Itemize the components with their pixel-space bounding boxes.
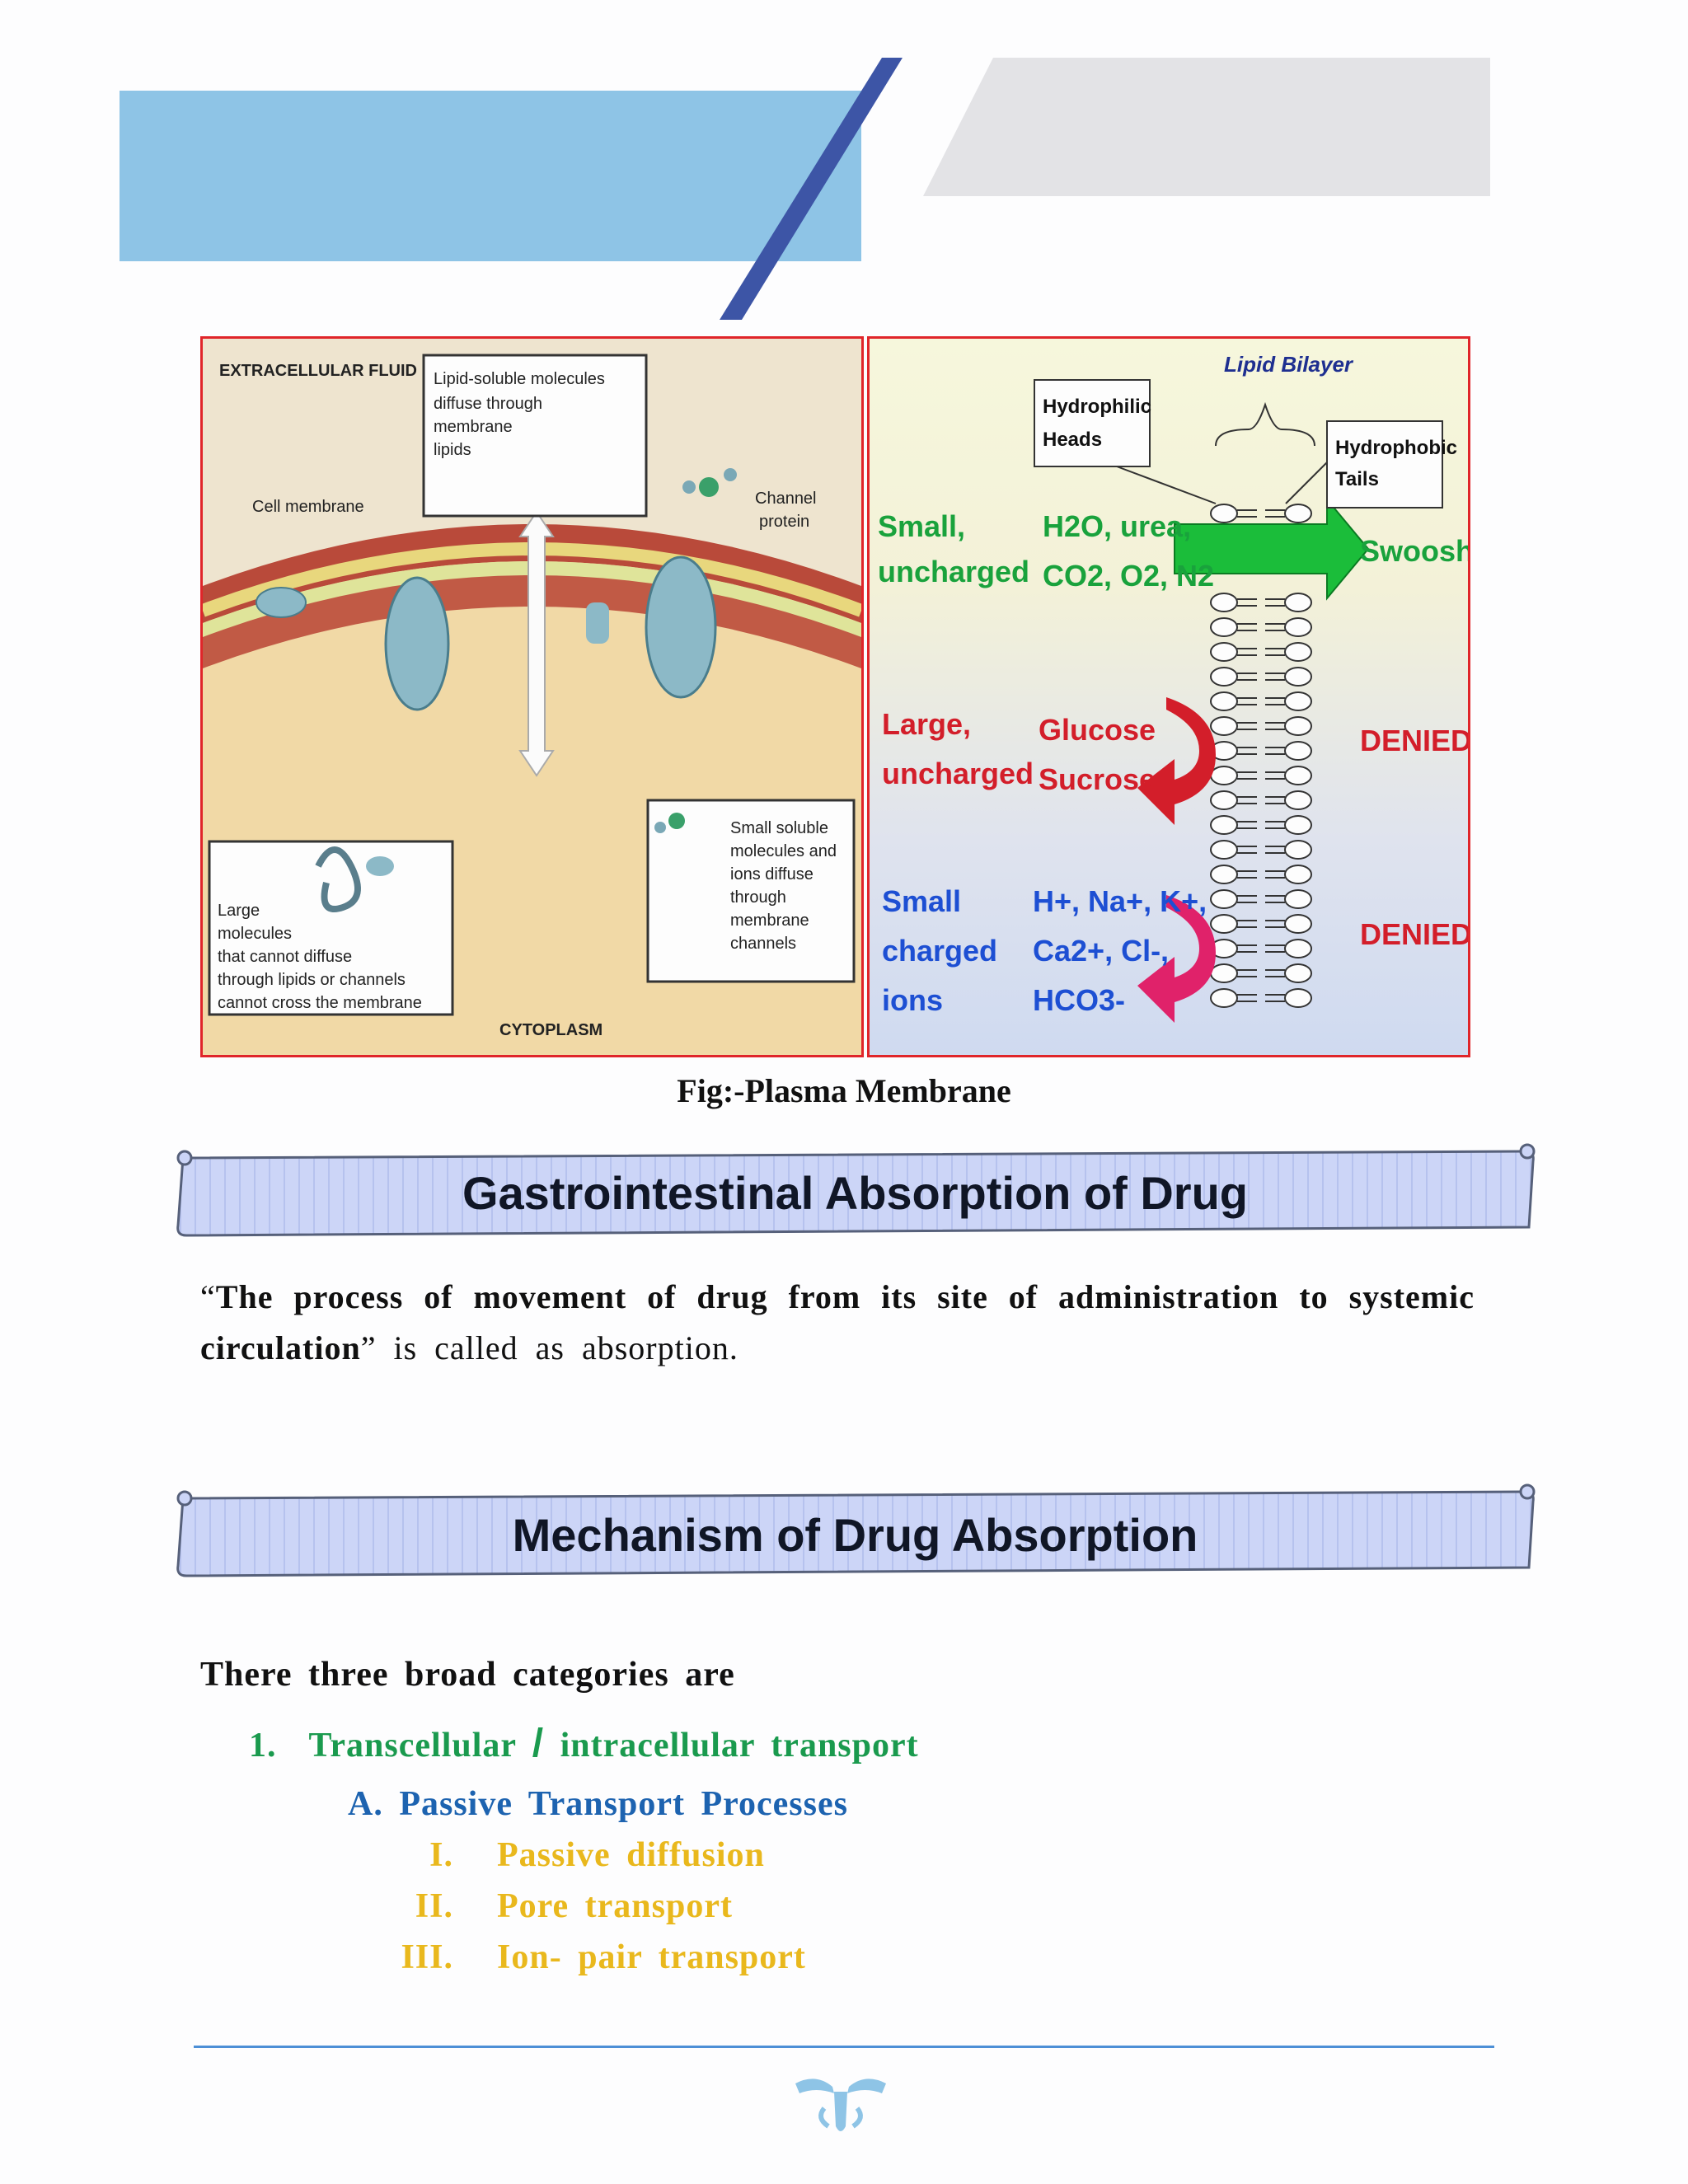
section-title-mechanism: Mechanism of Drug Absorption [512, 1509, 1198, 1561]
svg-text:protein: protein [759, 513, 809, 531]
svg-text:that cannot diffuse: that cannot diffuse [218, 948, 352, 966]
header-blue-band [120, 91, 861, 261]
numeral-2: II. [415, 1887, 453, 1925]
list-item-pore-transport: Pore transport [497, 1887, 733, 1925]
svg-text:Glucose: Glucose [1039, 713, 1156, 747]
svg-text:Lipid Bilayer: Lipid Bilayer [1224, 352, 1354, 377]
svg-text:Tails: Tails [1335, 468, 1379, 490]
svg-text:Small soluble: Small soluble [730, 819, 828, 837]
svg-text:ions diffuse: ions diffuse [730, 865, 814, 883]
definition-rest: is called as absorption. [376, 1329, 738, 1366]
svg-text:ions: ions [882, 983, 943, 1017]
svg-text:Lipid-soluble molecules: Lipid-soluble molecules [434, 370, 605, 388]
svg-text:Hydrophilic: Hydrophilic [1043, 396, 1151, 418]
svg-text:CYTOPLASM: CYTOPLASM [499, 1021, 603, 1039]
footer-logo-icon [795, 2079, 886, 2131]
list-item-passive-diffusion: Passive diffusion [497, 1836, 765, 1874]
svg-text:Hydrophobic: Hydrophobic [1335, 437, 1457, 459]
section-title-absorption: Gastrointestinal Absorption of Drug [462, 1167, 1249, 1219]
diffusion-arrow [518, 510, 555, 777]
section-banner-mechanism: Mechanism of Drug Absorption [173, 1483, 1537, 1586]
svg-text:molecules: molecules [218, 925, 292, 943]
svg-text:EXTRACELLULAR FLUID: EXTRACELLULAR FLUID [219, 362, 417, 380]
figure-right-panel: Lipid Bilayer Hydrophilic Heads Hydropho… [867, 336, 1470, 1057]
definition-bold: The process of movement of drug from its… [200, 1278, 1475, 1366]
green-arrow [1174, 497, 1370, 601]
categories-intro: There three broad categories are [200, 1656, 735, 1694]
svg-text:channels: channels [730, 935, 796, 953]
list-item-transcellular: 1. Transcellular / intracellular transpo… [249, 1722, 919, 1765]
svg-text:uncharged: uncharged [878, 555, 1029, 588]
pink-arrow [1137, 895, 1216, 1023]
figure-caption: Fig:-Plasma Membrane [677, 1072, 1011, 1109]
svg-text:lipids: lipids [434, 441, 471, 459]
list-item-ion-pair-transport: Ion- pair transport [497, 1938, 806, 1976]
channel-protein-right [645, 555, 717, 699]
svg-text:Sucrose: Sucrose [1039, 762, 1156, 796]
section-banner-absorption: Gastrointestinal Absorption of Drug [173, 1143, 1537, 1245]
svg-text:Heads: Heads [1043, 429, 1102, 451]
svg-text:Swoosh!: Swoosh! [1360, 534, 1468, 568]
svg-text:charged: charged [882, 934, 997, 968]
numeral-1: I. [429, 1836, 453, 1874]
svg-text:through lipids or channels: through lipids or channels [218, 971, 406, 989]
header-grey-parallelogram [923, 58, 1490, 196]
svg-text:membrane: membrane [434, 418, 513, 436]
header-diagonal-stripe [720, 58, 903, 320]
svg-text:HCO3-: HCO3- [1033, 983, 1125, 1017]
svg-text:diffuse through: diffuse through [434, 395, 542, 413]
svg-text:Small,: Small, [878, 509, 965, 543]
header-decoration [720, 58, 1490, 320]
footer-rule [194, 2046, 1494, 2048]
svg-text:membrane: membrane [730, 912, 809, 930]
svg-text:Large: Large [218, 902, 260, 920]
svg-text:DENIED!: DENIED! [1360, 724, 1468, 757]
left-panel-text: EXTRACELLULAR FLUID Lipid-soluble molecu… [218, 362, 837, 1039]
numeral-3: III. [401, 1938, 453, 1976]
svg-text:Cell membrane: Cell membrane [252, 498, 364, 516]
svg-text:H+, Na+, K+,: H+, Na+, K+, [1033, 884, 1207, 918]
figure-left-panel: EXTRACELLULAR FLUID Lipid-soluble molecu… [200, 336, 864, 1057]
absorption-definition: “The process of movement of drug from it… [200, 1278, 1475, 1366]
sublist-passive-transport: A. Passive Transport Processes [348, 1785, 848, 1823]
channel-protein-left [384, 576, 450, 711]
svg-text:DENIED!: DENIED! [1360, 917, 1468, 951]
svg-text:Small: Small [882, 884, 961, 918]
svg-text:Large,: Large, [882, 707, 971, 741]
lipid-bilayer [1210, 504, 1312, 1008]
red-arrow [1137, 697, 1216, 825]
svg-text:H2O, urea,: H2O, urea, [1043, 509, 1191, 543]
svg-text:uncharged: uncharged [882, 757, 1034, 790]
svg-text:molecules and: molecules and [730, 842, 837, 860]
svg-text:CO2, O2, N2: CO2, O2, N2 [1043, 559, 1214, 593]
svg-text:Channel: Channel [755, 490, 817, 508]
svg-text:Ca2+, Cl-,: Ca2+, Cl-, [1033, 934, 1169, 968]
svg-text:cannot cross the membrane: cannot cross the membrane [218, 994, 422, 1012]
svg-text:through: through [730, 888, 786, 907]
